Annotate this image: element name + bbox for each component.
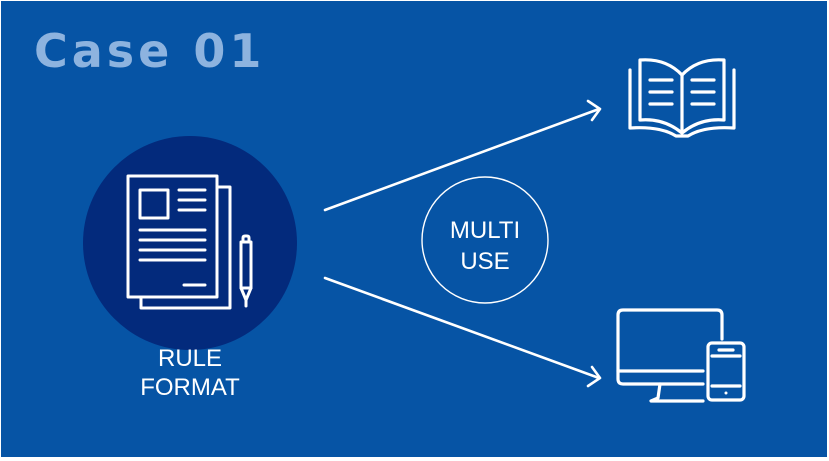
arrow-to-devices	[323, 276, 602, 388]
case-title: Case 01	[34, 24, 266, 78]
rule-format-label: RULE FORMAT	[110, 344, 270, 403]
open-book-icon	[628, 58, 736, 138]
multi-use-label-line1: MULTI	[449, 217, 521, 244]
desktop-and-phone-icon	[616, 308, 746, 403]
document-with-pen-icon	[126, 174, 253, 310]
arrow-to-book	[323, 99, 602, 212]
rule-format-label-line1: RULE	[157, 345, 223, 372]
multi-use-label: MULTI USE	[420, 215, 550, 277]
rule-format-node	[83, 136, 297, 350]
multi-use-circle	[421, 176, 549, 304]
rule-format-label-line2: FORMAT	[140, 374, 240, 402]
multi-use-label-line2: USE	[460, 248, 510, 276]
